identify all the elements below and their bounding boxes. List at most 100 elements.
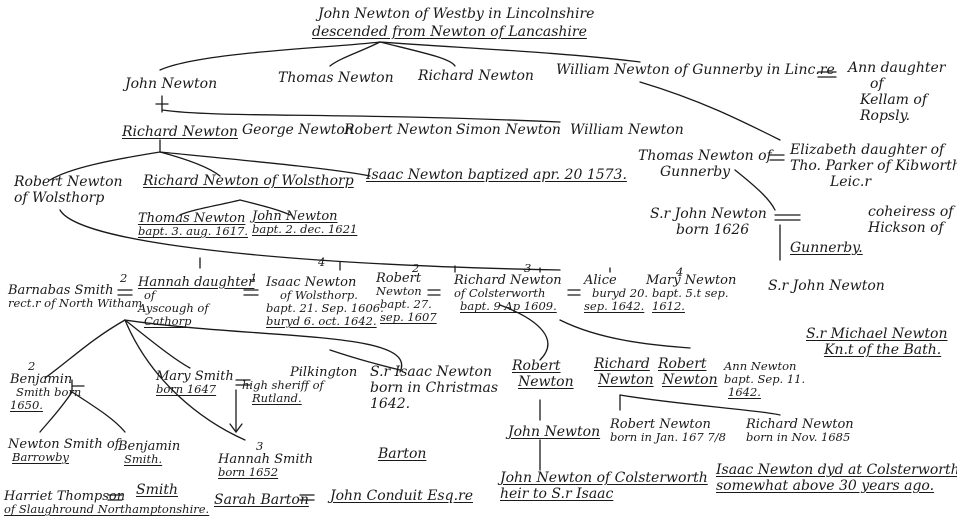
thomas-gunnerby-line-1: Thomas Newton of — [638, 148, 772, 164]
benjamin2-line-2: Smith. — [124, 452, 163, 466]
person-robert-newton-gen2: Robert Newton — [344, 122, 453, 138]
robert-1607-line-1: Robert — [376, 271, 422, 286]
mary-1612-line-1: Mary Newton — [646, 273, 737, 288]
person-richard-newton-colsterworth: Richard Newton of Colsterworth bapt. 9 A… — [454, 274, 562, 313]
robert-gen5b-line-1: Robert — [658, 356, 707, 372]
john-colsterworth-line-1: John Newton of Colsterworth — [500, 470, 708, 486]
sir-john-1626-line-2: born 1626 — [676, 222, 750, 238]
person-thomas-newton: Thomas Newton — [278, 70, 394, 86]
title-line-2: descended from Newton of Lancashire — [312, 24, 587, 40]
person-sir-isaac-newton: S.r Isaac Newton born in Christmas 1642. — [370, 364, 498, 412]
person-newton-smith-barrowby: Newton Smith of Barrowby — [8, 438, 120, 464]
person-john-newton: John Newton — [125, 76, 218, 92]
person-isaac-newton-father: Isaac Newton of Wolsthorp. bapt. 21. Sep… — [266, 276, 384, 328]
marriage-number-1: 1 — [250, 271, 258, 285]
isaac-father-line-3: bapt. 21. Sep. 1606. — [266, 301, 384, 315]
robert-1607-line-4: sep. 1607 — [380, 310, 437, 324]
person-john-newton-gen6: John Newton — [508, 424, 601, 440]
person-george-newton: George Newton — [242, 122, 354, 138]
child-number-3: 3 — [524, 261, 532, 275]
person-benjamin-smith-1650: 2 Benjamin Smith born 1650. — [10, 360, 81, 412]
harriet-line-2: of Slaughround Northamptonshire. — [4, 502, 210, 516]
person-richard-newton-gen2: Richard Newton — [122, 124, 238, 140]
richard-gen5-line-1: Richard — [594, 356, 650, 372]
note-isaac-newton-died: Isaac Newton dyd at Colsterworth somewha… — [716, 462, 957, 494]
hannah-1652-mark: 3 — [256, 439, 264, 453]
john-1621-line-2: bapt. 2. dec. 1621 — [252, 222, 358, 236]
person-smith: Smith — [136, 482, 178, 498]
newton-smith-line-2: Barrowby — [12, 450, 69, 464]
spouse-elizabeth-parker: Elizabeth daughter of Tho. Parker of Kib… — [790, 142, 957, 190]
robert-gen5b-line-2: Newton — [662, 372, 718, 388]
elizabeth-line-1: Elizabeth daughter of — [790, 142, 945, 158]
benjamin-line-1: Benjamin — [10, 372, 73, 387]
john-colsterworth-line-2: heir to S.r Isaac — [500, 486, 614, 502]
person-thomas-newton-gunnerby: Thomas Newton of Gunnerby — [638, 148, 772, 180]
person-robert-newton-gen5: Robert Newton — [512, 358, 574, 390]
person-john-conduit: John Conduit Esq.re — [330, 488, 474, 504]
benjamin2-line-1: Benjamin — [118, 439, 181, 454]
person-john-newton-colsterworth: John Newton of Colsterworth heir to S.r … — [500, 470, 708, 502]
person-ann-newton-1642: Ann Newton bapt. Sep. 11. 1642. — [724, 360, 805, 399]
hannah-line-1: Hannah daughter — [138, 275, 255, 290]
hannah-line-3: Ayscough of — [138, 301, 209, 315]
person-sir-michael-newton: S.r Michael Newton Kn.t of the Bath. — [806, 326, 948, 358]
person-harriet-thompson: Harriet Thompson of Slaughround Northamp… — [4, 490, 209, 516]
person-richard-newton-wolsthorp: Richard Newton of Wolsthorp — [143, 173, 354, 189]
robert-gen5-line-1: Robert — [512, 358, 561, 374]
spouse-coheiress-hickson: coheiress of Hickson of — [868, 204, 953, 236]
person-robert-newton-wolsthorp: Robert Newton of Wolsthorp — [14, 174, 123, 206]
alice-line-3: sep. 1642. — [584, 299, 645, 313]
hannah-1652-line-1: Hannah Smith — [218, 452, 314, 467]
robert-wolsthorp-line-1: Robert Newton — [14, 174, 123, 190]
sir-michael-line-2: Kn.t of the Bath. — [824, 342, 942, 358]
richard-colsterworth-line-3: bapt. 9 Ap 1609. — [460, 299, 557, 313]
robert-1607-line-2: Newton — [376, 284, 422, 298]
place-gunnerby: Gunnerby. — [790, 240, 863, 256]
harriet-line-1: Harriet Thompson — [4, 489, 126, 504]
benjamin-line-2: Smith born — [16, 385, 82, 399]
john-1621-line-1: John Newton — [252, 209, 338, 224]
hannah-line-2: of — [144, 288, 156, 302]
person-hannah-ayscough: Hannah daughter of Ayscough of Cathorp — [138, 276, 254, 328]
barnabas-line-2: rect.r of North Witham — [8, 296, 143, 310]
coheiress-line-2: Hickson of — [868, 220, 944, 236]
thomas-1617-line-1: Thomas Newton — [138, 211, 246, 226]
newton-smith-line-1: Newton Smith of — [8, 437, 120, 452]
person-sarah-barton: Sarah Barton — [214, 492, 309, 508]
isaac-died-line-2: somewhat above 30 years ago. — [716, 478, 935, 494]
ann-1642-line-1: Ann Newton — [724, 359, 797, 373]
mary-smith-line-2: born 1647 — [156, 382, 217, 396]
person-hannah-smith-1652: 3 Hannah Smith born 1652 — [218, 440, 313, 479]
mary-1612-line-2: bapt. 5.t sep. — [652, 286, 729, 300]
hannah-line-4: Cathorp — [144, 314, 192, 328]
benjamin-mark: 2 — [28, 359, 36, 373]
ann-1642-line-3: 1642. — [728, 385, 761, 399]
robert-1678-line-1: Robert Newton — [610, 417, 711, 432]
alice-line-1: Alice — [584, 273, 617, 288]
sir-john-1626-line-1: S.r John Newton — [650, 206, 767, 222]
mary-1612-line-3: 1612. — [652, 299, 685, 313]
person-barnabas-smith: Barnabas Smith rect.r of North Witham — [8, 284, 142, 310]
mary-smith-line-1: Mary Smith — [156, 369, 234, 384]
elizabeth-line-2: Tho. Parker of Kibworth — [790, 158, 957, 174]
richard-1685-line-1: Richard Newton — [746, 417, 854, 432]
person-barton: Barton — [378, 446, 427, 462]
sir-isaac-line-3: 1642. — [370, 396, 411, 412]
richard-gen5-line-2: Newton — [598, 372, 654, 388]
pilkington-line-3: Rutland. — [252, 391, 302, 405]
person-benjamin-smith-2: Benjamin Smith. — [118, 440, 180, 466]
robert-gen5-line-2: Newton — [518, 374, 574, 390]
thomas-1617-line-2: bapt. 3. aug. 1617. — [138, 224, 248, 238]
person-pilkington: Pilkington high sheriff of Rutland. — [242, 366, 357, 405]
child-number-4: 4 — [318, 255, 326, 269]
barnabas-line-1: Barnabas Smith — [8, 283, 114, 298]
person-sir-john-newton-1626: S.r John Newton born 1626 — [650, 206, 767, 238]
ann-1642-line-2: bapt. Sep. 11. — [724, 372, 806, 386]
person-richard-newton-gen5: Richard Newton — [594, 356, 654, 388]
person-robert-newton-gen5b: Robert Newton — [658, 356, 718, 388]
isaac-father-line-1: Isaac Newton — [266, 275, 357, 290]
person-simon-newton: Simon Newton — [456, 122, 561, 138]
sir-michael-line-1: S.r Michael Newton — [806, 326, 948, 342]
